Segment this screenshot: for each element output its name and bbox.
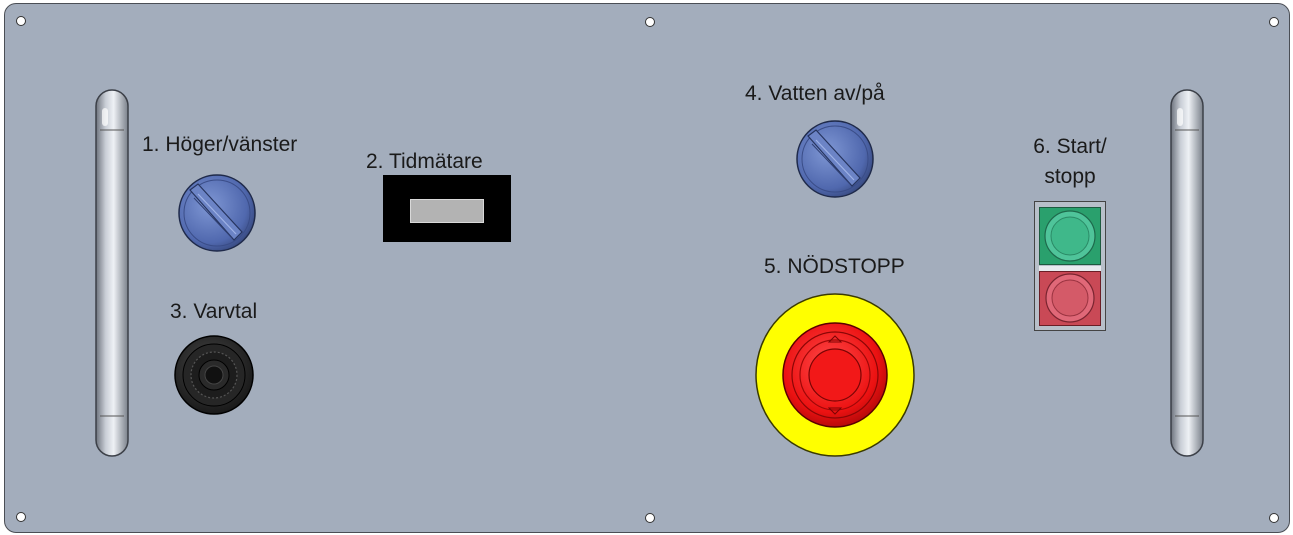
start-stop-label-line1: 6. Start/ [1033,135,1107,158]
direction-selector-label: 1. Höger/vänster [142,133,298,156]
timer-label: 2. Tidmätare [366,150,483,173]
hour-meter-window [410,199,484,223]
direction-selector-switch[interactable] [176,172,258,254]
rotary-selector-icon [796,120,874,198]
mount-hole-icon [1269,513,1279,523]
control-panel: 1. Höger/vänster 3. Varvtal [4,3,1290,533]
mount-hole-icon [16,16,26,26]
mount-hole-icon [16,512,26,522]
stop-button-icon [1045,273,1095,323]
water-selector-switch[interactable] [794,118,876,200]
rotary-selector-icon [178,174,256,252]
start-button-icon [1044,210,1096,262]
start-button[interactable] [1039,207,1101,265]
left-handle[interactable] [93,88,131,458]
mount-hole-icon [645,513,655,523]
start-stop-divider [1039,266,1101,271]
mount-hole-icon [1269,17,1279,27]
stop-button[interactable] [1039,271,1101,326]
handle-icon [95,89,129,457]
right-handle[interactable] [1168,88,1206,458]
handle-icon [1170,89,1204,457]
speed-knob-icon [174,335,254,415]
start-stop-label-line2: stopp [1044,165,1096,188]
start-stop-label: 6. Start/ stopp [1033,132,1107,192]
water-switch-label: 4. Vatten av/på [745,82,885,105]
emergency-stop-label: 5. NÖDSTOPP [764,255,905,278]
emergency-stop-icon [755,293,915,457]
speed-potentiometer-knob[interactable] [172,333,256,417]
mount-hole-icon [645,17,655,27]
hour-meter-display [383,175,511,242]
emergency-stop-button[interactable] [754,292,916,458]
speed-knob-label: 3. Varvtal [170,300,258,323]
start-stop-button-housing [1034,201,1106,331]
